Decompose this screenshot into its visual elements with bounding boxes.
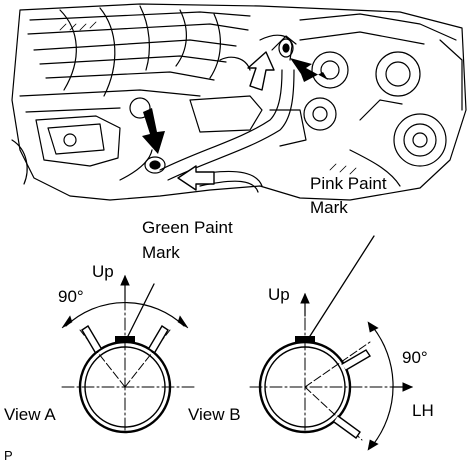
up-label-view-a: Up — [92, 262, 114, 281]
solid-arrow-icon — [290, 58, 328, 82]
up-label-view-b: Up — [268, 285, 290, 304]
pink-paint-mark-label: Pink Paint — [310, 174, 387, 193]
lh-label: LH — [412, 401, 434, 420]
angle-label-view-b: 90° — [402, 348, 428, 367]
view-a-diagram — [61, 274, 197, 434]
green-paint-mark-label: Mark — [142, 243, 180, 262]
engine-illustration — [11, 3, 467, 201]
green-paint-mark-label: Green Paint — [142, 218, 233, 237]
outlined-arrow-icon — [247, 51, 275, 91]
angle-label-view-a: 90° — [58, 287, 84, 306]
view-a-label: View A — [4, 405, 56, 424]
outlined-arrow-icon — [177, 165, 215, 191]
figure-corner-mark: P — [4, 448, 13, 463]
pink-paint-mark-label: Mark — [310, 198, 348, 217]
solid-arrow-icon — [142, 108, 165, 154]
view-b-label: View B — [188, 405, 241, 424]
view-b-diagram — [249, 235, 414, 451]
